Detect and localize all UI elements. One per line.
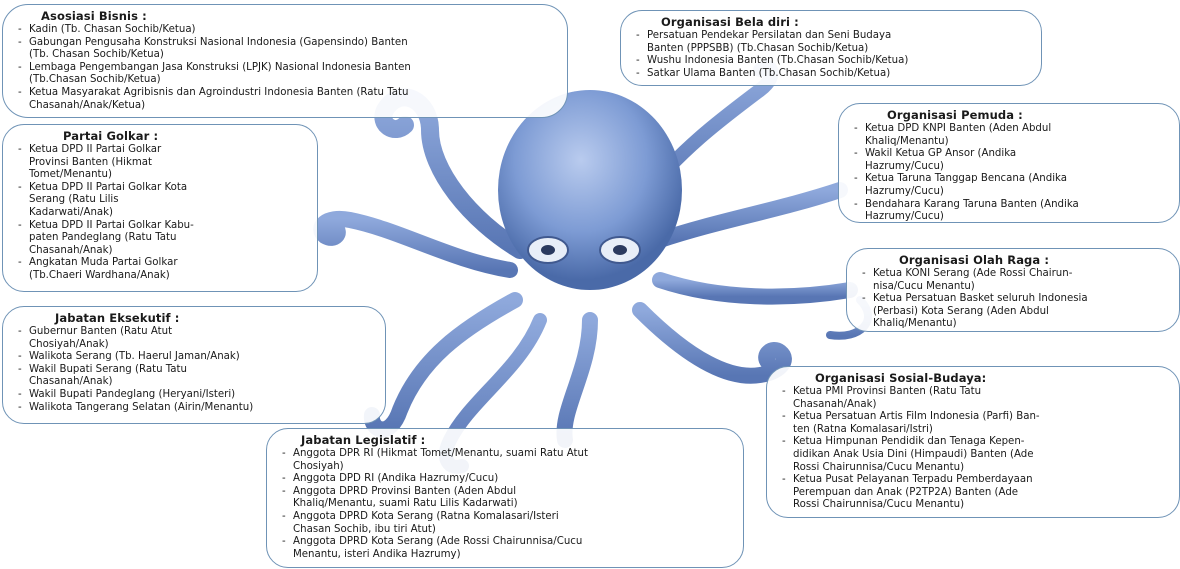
item-list: Gubernur Banten (Ratu Atut Chosiyah/Anak… xyxy=(15,326,375,414)
box-title: Organisasi Sosial-Budaya: xyxy=(815,371,1169,385)
organisasi-olah-raga-box: Organisasi Olah Raga : Ketua KONI Serang… xyxy=(846,248,1180,332)
list-item: Ketua DPD II Partai Golkar Kabu- paten P… xyxy=(29,220,307,258)
list-item: Lembaga Pengembangan Jasa Konstruksi (LP… xyxy=(29,62,557,87)
list-item: Gabungan Pengusaha Konstruksi Nasional I… xyxy=(29,37,557,62)
box-title: Organisasi Pemuda : xyxy=(887,108,1169,122)
list-item: Ketua PMI Provinsi Banten (Ratu Tatu Cha… xyxy=(793,386,1169,411)
item-list: Ketua DPD II Partai Golkar Provinsi Bant… xyxy=(15,144,307,283)
partai-golkar-box: Partai Golkar : Ketua DPD II Partai Golk… xyxy=(2,124,318,292)
list-item: Persatuan Pendekar Persilatan dan Seni B… xyxy=(647,30,1031,55)
octopus-head xyxy=(498,90,682,290)
octopus-arm xyxy=(660,190,840,240)
list-item: Anggota DPRD Kota Serang (Ade Rossi Chai… xyxy=(293,536,733,561)
list-item: Ketua Taruna Tanggap Bencana (Andika Haz… xyxy=(865,173,1169,198)
list-item: Walikota Serang (Tb. Haerul Jaman/Anak) xyxy=(29,351,375,364)
octopus-arm xyxy=(640,310,784,376)
item-list: Ketua PMI Provinsi Banten (Ratu Tatu Cha… xyxy=(779,386,1169,512)
list-item: Anggota DPRD Kota Serang (Ratna Komalasa… xyxy=(293,511,733,536)
item-list: Persatuan Pendekar Persilatan dan Seni B… xyxy=(633,30,1031,80)
organisasi-bela-diri-box: Organisasi Bela diri : Persatuan Pendeka… xyxy=(620,10,1042,86)
box-title: Organisasi Olah Raga : xyxy=(899,253,1169,267)
box-title: Jabatan Legislatif : xyxy=(301,433,733,447)
list-item: Wakil Bupati Serang (Ratu Tatu Chasanah/… xyxy=(29,364,375,389)
box-title: Organisasi Bela diri : xyxy=(661,15,1031,29)
list-item: Ketua DPD II Partai Golkar Kota Serang (… xyxy=(29,182,307,220)
list-item: Wakil Bupati Pandeglang (Heryani/Isteri) xyxy=(29,389,375,402)
list-item: Satkar Ulama Banten (Tb.Chasan Sochib/Ke… xyxy=(647,68,1031,81)
list-item: Anggota DPD RI (Andika Hazrumy/Cucu) xyxy=(293,473,733,486)
list-item: Ketua DPD KNPI Banten (Aden Abdul Khaliq… xyxy=(865,123,1169,148)
list-item: Anggota DPR RI (Hikmat Tomet/Menantu, su… xyxy=(293,448,733,473)
item-list: Kadin (Tb. Chasan Sochib/Ketua) Gabungan… xyxy=(15,24,557,112)
octopus-arm xyxy=(564,320,590,440)
jabatan-eksekutif-box: Jabatan Eksekutif : Gubernur Banten (Rat… xyxy=(2,306,386,424)
list-item: Ketua DPD II Partai Golkar Provinsi Bant… xyxy=(29,144,307,182)
octopus-arm xyxy=(372,300,515,429)
list-item: Wakil Ketua GP Ansor (Andika Hazrumy/Cuc… xyxy=(865,148,1169,173)
list-item: Kadin (Tb. Chasan Sochib/Ketua) xyxy=(29,24,557,37)
box-title: Asosiasi Bisnis : xyxy=(41,9,557,23)
list-item: Gubernur Banten (Ratu Atut Chosiyah/Anak… xyxy=(29,326,375,351)
list-item: Wushu Indonesia Banten (Tb.Chasan Sochib… xyxy=(647,55,1031,68)
organisasi-pemuda-box: Organisasi Pemuda : Ketua DPD KNPI Bante… xyxy=(838,103,1180,223)
list-item: Ketua Himpunan Pendidik dan Tenaga Kepen… xyxy=(793,436,1169,474)
list-item: Ketua Pusat Pelayanan Terpadu Pemberdaya… xyxy=(793,474,1169,512)
list-item: Ketua Persatuan Artis Film Indonesia (Pa… xyxy=(793,411,1169,436)
list-item: Ketua Persatuan Basket seluruh Indonesia… xyxy=(873,293,1169,331)
organisasi-sosial-budaya-box: Organisasi Sosial-Budaya: Ketua PMI Prov… xyxy=(766,366,1180,518)
jabatan-legislatif-box: Jabatan Legislatif : Anggota DPR RI (Hik… xyxy=(266,428,744,568)
item-list: Anggota DPR RI (Hikmat Tomet/Menantu, su… xyxy=(279,448,733,561)
item-list: Ketua KONI Serang (Ade Rossi Chairun- ni… xyxy=(859,268,1169,331)
list-item: Anggota DPRD Provinsi Banten (Aden Abdul… xyxy=(293,486,733,511)
list-item: Ketua KONI Serang (Ade Rossi Chairun- ni… xyxy=(873,268,1169,293)
list-item: Walikota Tangerang Selatan (Airin/Menant… xyxy=(29,402,375,415)
octopus-arm xyxy=(660,280,850,297)
list-item: Ketua Masyarakat Agribisnis dan Agroindu… xyxy=(29,87,557,112)
asosiasi-bisnis-box: Asosiasi Bisnis : Kadin (Tb. Chasan Soch… xyxy=(2,4,568,118)
box-title: Jabatan Eksekutif : xyxy=(55,311,375,325)
box-title: Partai Golkar : xyxy=(63,129,307,143)
item-list: Ketua DPD KNPI Banten (Aden Abdul Khaliq… xyxy=(851,123,1169,223)
list-item: Angkatan Muda Partai Golkar (Tb.Chaeri W… xyxy=(29,257,307,282)
list-item: Bendahara Karang Taruna Banten (Andika H… xyxy=(865,199,1169,223)
